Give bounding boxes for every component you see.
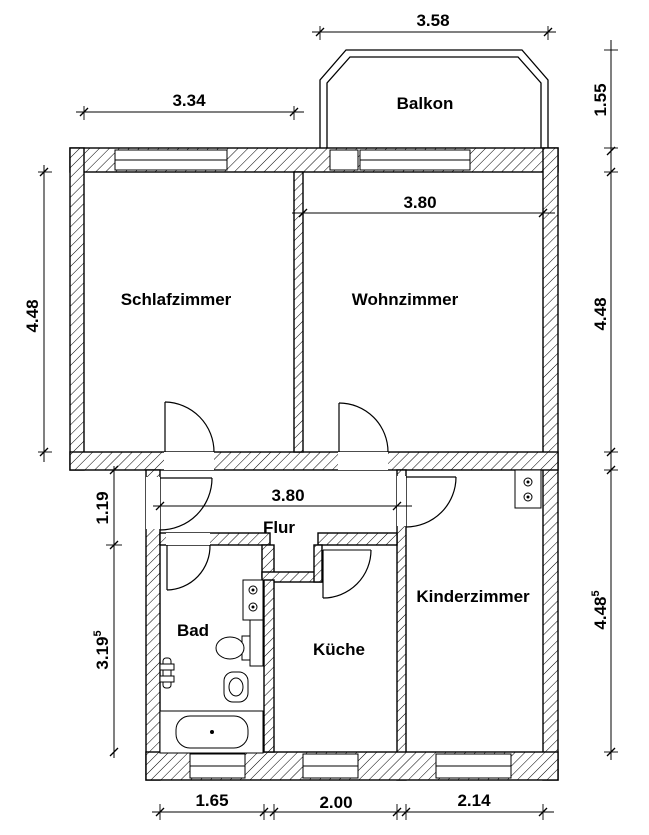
dim-kinderzimmer-height-sup: 5 bbox=[590, 590, 602, 596]
dim-wohnzimmer-width: 3.80 bbox=[403, 193, 436, 212]
dim-schlafzimmer-height: 4.48 bbox=[23, 299, 42, 332]
bathtub-icon bbox=[159, 710, 264, 754]
wall-left-upper bbox=[69, 147, 85, 471]
room-label-schlafzimmer: Schlafzimmer bbox=[121, 290, 232, 309]
dim-bad-height: 3.195 bbox=[92, 630, 112, 669]
dim-balkon-depth: 1.55 bbox=[591, 83, 610, 116]
dim-bad-width: 1.65 bbox=[195, 791, 228, 810]
dim-schlafzimmer-width: 3.34 bbox=[172, 91, 206, 110]
wall-flur-bottom-right bbox=[317, 532, 398, 546]
dimension-labels: 3.58 3.34 3.80 3.80 1.65 2.00 2.14 4.48 … bbox=[23, 11, 610, 812]
room-label-flur: Flur bbox=[263, 518, 295, 537]
room-label-balkon: Balkon bbox=[397, 94, 454, 113]
wall-niche-right bbox=[313, 544, 323, 583]
room-labels: Balkon Schlafzimmer Wohnzimmer Flur Bad … bbox=[121, 94, 530, 659]
room-label-wohnzimmer: Wohnzimmer bbox=[352, 290, 459, 309]
fixtures bbox=[159, 469, 542, 754]
window-balkon-door bbox=[329, 149, 359, 171]
dim-kinderzimmer-height: 4.485 bbox=[590, 590, 610, 629]
stove-icon bbox=[514, 469, 542, 509]
balkon-railing bbox=[319, 49, 549, 148]
dim-bad-height-value: 3.19 bbox=[93, 637, 112, 670]
dim-kinderzimmer-height-value: 4.48 bbox=[591, 597, 610, 630]
wall-partition-upper bbox=[293, 171, 304, 453]
dim-balkon-width: 3.58 bbox=[416, 11, 449, 30]
windows bbox=[114, 149, 512, 779]
toilet-icon bbox=[215, 635, 251, 661]
dim-kueche-width: 2.00 bbox=[319, 793, 352, 812]
doors bbox=[146, 401, 457, 599]
room-label-kueche: Küche bbox=[313, 640, 365, 659]
dim-bad-height-sup: 5 bbox=[92, 630, 104, 636]
room-label-bad: Bad bbox=[177, 621, 209, 640]
wall-bad-kueche bbox=[263, 579, 275, 753]
dim-flur-width: 3.80 bbox=[271, 486, 304, 505]
radiator-icon bbox=[159, 657, 175, 689]
wall-upper-bottom bbox=[69, 451, 559, 471]
dimension-lines bbox=[38, 26, 618, 820]
dim-flur-height: 1.19 bbox=[93, 491, 112, 524]
room-label-kinderzimmer: Kinderzimmer bbox=[416, 587, 530, 606]
dim-kinderzimmer-width: 2.14 bbox=[457, 791, 491, 810]
balkon-railing-inner bbox=[326, 56, 542, 148]
dim-wohnzimmer-height: 4.48 bbox=[591, 297, 610, 330]
sink-icon bbox=[223, 671, 249, 703]
